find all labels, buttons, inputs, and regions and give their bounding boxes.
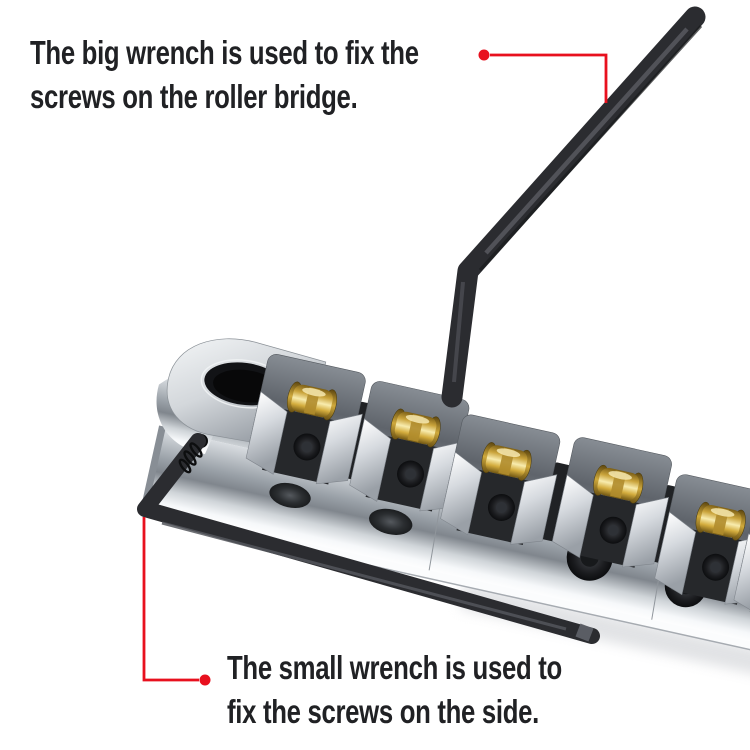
bridge-drop-shadow xyxy=(458,585,750,684)
big-wrench xyxy=(441,6,706,408)
bottom-caption-line1: The small wrench is used to xyxy=(227,649,562,686)
top-caption: The big wrench is used to fix the screws… xyxy=(30,31,528,119)
bottom-callout-leader xyxy=(142,517,211,686)
roller-bridge xyxy=(140,338,750,684)
bottom-leader-line xyxy=(142,517,199,682)
top-caption-line2: screws on the roller bridge. xyxy=(30,78,358,115)
top-callout-leader xyxy=(478,49,608,103)
top-leader-dot xyxy=(478,49,490,61)
base-mount-hole xyxy=(369,508,413,535)
bottom-leader-dot xyxy=(199,674,211,686)
bottom-caption: The small wrench is used to fix the scre… xyxy=(227,646,656,734)
screw-spring xyxy=(178,442,203,474)
small-wrench xyxy=(137,433,600,644)
base-mount-hole xyxy=(269,482,311,509)
top-caption-line1: The big wrench is used to fix the xyxy=(30,34,419,71)
top-leader-line xyxy=(490,53,608,103)
bottom-caption-line2: fix the screws on the side. xyxy=(227,693,539,730)
